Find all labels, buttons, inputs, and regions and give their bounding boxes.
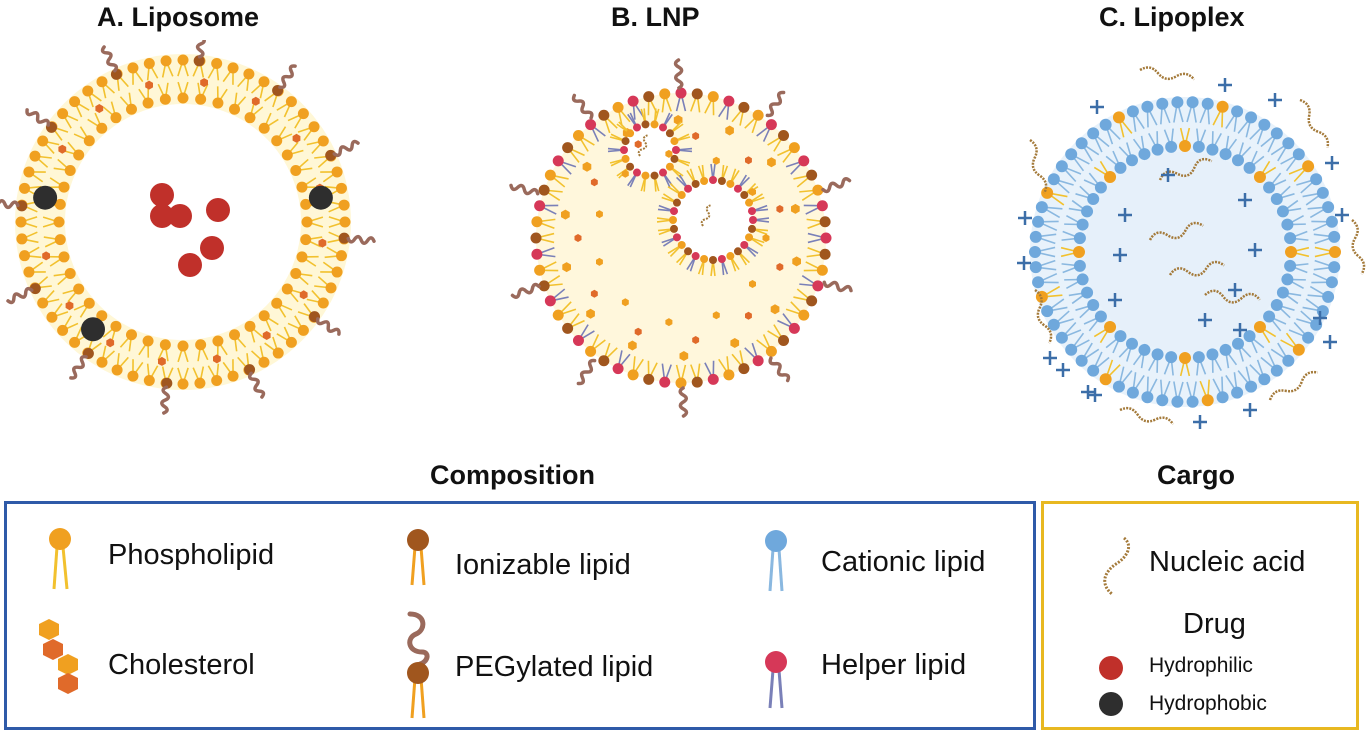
legend-pegylated-label: PEGylated lipid [455,651,654,683]
hydrophobic-drug [81,317,106,342]
helper-lipid-icon [765,651,787,709]
legend-cholesterol-label: Cholesterol [108,649,255,681]
phospholipid-icon [49,528,71,590]
hydrophilic-drug [200,236,224,260]
cholesterol-icon [39,619,78,694]
ionizable-lipid-icon [407,529,429,586]
legend-drug-label: Drug [1183,608,1246,640]
hydrophilic-drug [168,204,192,228]
hydrophilic-drug [150,183,174,207]
panel-b-title: B. LNP [611,2,700,32]
panel-a-title: A. Liposome [97,2,260,32]
composition-title: Composition [430,460,595,490]
legend-phospholipid-label: Phospholipid [108,539,275,571]
legend-nucleic-label: Nucleic acid [1149,546,1306,578]
legend-helper-label: Helper lipid [821,649,967,681]
hydrophobic-drug [33,185,58,210]
hydrophilic-drug [206,198,230,222]
lipoplex [1017,66,1366,429]
panel-c-title: C. Lipoplex [1099,2,1245,32]
cargo-legend-box [1041,501,1359,730]
lnp [509,58,853,418]
hydrophilic-drug-icon [1099,656,1123,680]
nanoparticle-diagrams [0,40,1366,429]
legend-hydrophilic-label: Hydrophilic [1149,654,1253,677]
cationic-lipid-icon [765,530,787,592]
nucleic-acid-icon [1103,536,1130,596]
legend-hydrophobic-label: Hydrophobic [1149,692,1267,715]
cargo-title: Cargo [1157,460,1236,490]
hydrophobic-drug [308,185,333,210]
hydrophilic-drug [178,253,202,277]
pegylated-lipid-icon [407,611,430,719]
hydrophilic-drug [150,204,174,228]
composition-legend-box [4,501,1036,730]
legend-cationic-label: Cationic lipid [821,546,986,578]
hydrophobic-drug-icon [1099,692,1123,716]
legend-ionizable-label: Ionizable lipid [455,549,631,581]
liposome [0,40,376,415]
